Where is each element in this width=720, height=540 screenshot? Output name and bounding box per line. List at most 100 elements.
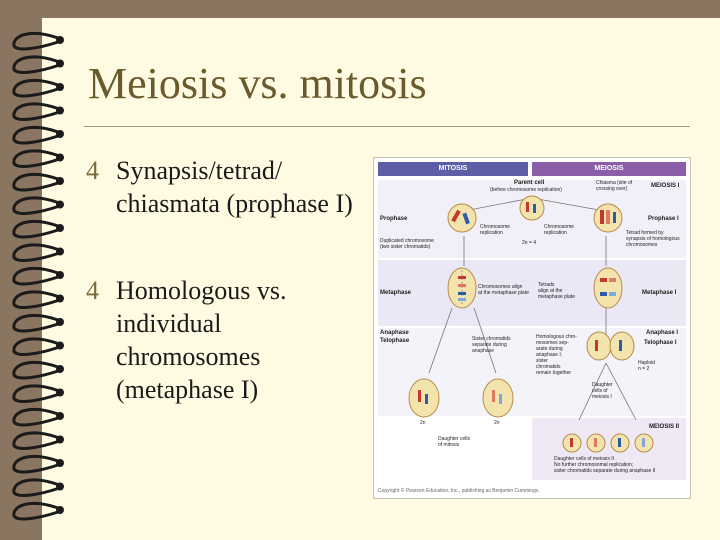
meiosis-i-daughter-label-2: cells of: [592, 388, 608, 394]
metaphase-i-label: Metaphase I: [642, 290, 677, 296]
telophase-i-label: Telophase I: [644, 340, 677, 346]
homologous-separate-line-2: mosomes sep-: [536, 340, 569, 346]
title-divider: [84, 126, 690, 127]
bullet-line: chiasmata (prophase I): [116, 189, 353, 218]
sister-chromatids-sublabel-2: anaphase: [472, 348, 494, 354]
figure-copyright: Copyright © Pearson Education, Inc., pub…: [378, 488, 540, 494]
meiosis-i-daughter-label-3: meiosis I: [592, 394, 612, 400]
chromosomes-align-label: Chromosomes align: [478, 284, 523, 290]
meiosis-prophase-cell: [593, 203, 623, 233]
spiral-hole: [56, 506, 64, 514]
meiosis-ii-daughter-cells: [562, 433, 654, 453]
diploid-count-label: 2n = 4: [522, 240, 537, 246]
spiral-hole: [56, 435, 64, 444]
spiral-hole: [56, 36, 64, 44]
bullet-line: individual: [116, 309, 222, 338]
spiral-ring: [12, 196, 59, 215]
meiosis-i-label: MEIOSIS I: [651, 183, 680, 189]
meiosis-metaphase-cell: [593, 267, 623, 309]
spiral-hole: [56, 341, 64, 350]
homologous-separate-line-7: remain together: [536, 370, 572, 376]
spiral-ring: [12, 173, 59, 192]
spiral-hole: [56, 59, 64, 68]
homologous-separate-line-4: anaphase I;: [536, 352, 563, 358]
spiral-hole: [56, 459, 64, 467]
prophase-label: Prophase: [380, 216, 408, 222]
spiral-hole: [56, 482, 64, 491]
mitosis-daughter-label-1: Daughter cells: [438, 436, 470, 442]
spiral-hole: [56, 224, 64, 232]
spiral-hole: [56, 365, 64, 373]
spiral-ring: [12, 243, 59, 262]
haploid-label: Haploid: [638, 360, 655, 366]
anaphase-label: Anaphase: [380, 330, 409, 336]
duplicated-chromosome-sublabel: (two sister chromatids): [380, 244, 431, 250]
sister-chromatids-sublabel-1: separate during: [472, 342, 507, 348]
meiosis-ii-note-2: sister chromatids separate during anapha…: [554, 468, 656, 474]
spiral-ring: [12, 126, 59, 145]
metaphase-label: Metaphase: [380, 290, 412, 296]
spiral-hole: [56, 247, 64, 256]
mitosis-metaphase-cell: [447, 267, 477, 309]
duplicated-chromosome-label: Duplicated chromosome: [380, 238, 434, 244]
sister-chromatids-label: Sister chromatids: [472, 336, 511, 342]
spiral-hole: [56, 106, 64, 115]
parent-cell-label: Parent cell: [514, 180, 545, 186]
spiral-ring: [12, 102, 59, 121]
tetrad-sublabel-1: synapsis of homologous: [626, 236, 680, 242]
spiral-binding: [12, 32, 64, 521]
spiral-hole: [56, 130, 64, 138]
chiasma-label: Chiasma (site of: [596, 180, 633, 186]
bullet-line: (metaphase I): [116, 375, 259, 404]
mitosis-daughter-cells: [408, 378, 514, 418]
spiral-ring: [12, 361, 59, 380]
spiral-hole: [56, 271, 64, 279]
mitosis-daughter-label-2: of mitosis: [438, 442, 460, 448]
spiral-ring: [12, 220, 59, 239]
daughter-left-ploidy: 2n: [420, 420, 426, 426]
meiosis-i-daughter-cells: [586, 331, 635, 361]
spiral-ring: [12, 408, 59, 427]
meiosis-i-daughter-label-1: Daughter: [592, 382, 613, 388]
tetrad-sublabel-2: chromosomes: [626, 242, 658, 248]
mitosis-header: MITOSIS: [378, 162, 528, 176]
spiral-ring: [12, 149, 59, 168]
spiral-ring: [12, 384, 59, 403]
metaphase-band: [378, 260, 686, 326]
spiral-hole: [56, 200, 64, 209]
spiral-ring: [12, 32, 59, 51]
chiasma-sublabel: crossing over): [596, 186, 628, 192]
spiral-ring: [12, 79, 59, 98]
prophase-i-label: Prophase I: [648, 216, 679, 222]
homologous-separate-line-6: chromatids: [536, 364, 561, 370]
mitosis-replication-label: Chromosome: [480, 224, 511, 230]
spiral-ring: [12, 337, 59, 356]
bullet-marker: 4: [86, 156, 99, 185]
haploid-count-label: n = 2: [638, 366, 650, 372]
spiral-ring: [12, 267, 59, 286]
bullet-line: Homologous vs.: [116, 276, 287, 305]
meiosis-replication-label: Chromosome: [544, 224, 575, 230]
slide-title: Meiosis vs. mitosis: [88, 59, 427, 108]
anaphase-i-label: Anaphase I: [646, 330, 679, 336]
telophase-label: Telophase: [380, 338, 410, 344]
meiosis-ii-label: MEIOSIS II: [649, 424, 680, 430]
spiral-ring: [12, 290, 59, 309]
spiral-ring: [12, 431, 59, 450]
homologous-separate-line-1: Homologous chro-: [536, 334, 577, 340]
tetrads-align-sublabel-2: metaphase plate: [538, 294, 575, 300]
spiral-hole: [56, 318, 64, 326]
meiosis-ii-note-1: No further chromosomal replication;: [554, 462, 634, 468]
chromosomes-align-sublabel: at the metaphase plate: [478, 290, 529, 296]
tetrads-align-sublabel-1: align at the: [538, 288, 563, 294]
mitosis-prophase-cell: [447, 203, 477, 233]
homologous-separate-line-3: arate during: [536, 346, 563, 352]
meiosis-header: MEIOSIS: [532, 162, 686, 176]
spiral-hole: [56, 83, 64, 91]
homologous-separate-line-5: sister: [536, 358, 548, 364]
spiral-hole: [56, 153, 64, 162]
spiral-hole: [56, 294, 64, 303]
tetrads-align-label: Tetrads: [538, 282, 555, 288]
daughter-right-ploidy: 2n: [494, 420, 500, 426]
mitosis-replication-sublabel: replication: [480, 230, 503, 236]
